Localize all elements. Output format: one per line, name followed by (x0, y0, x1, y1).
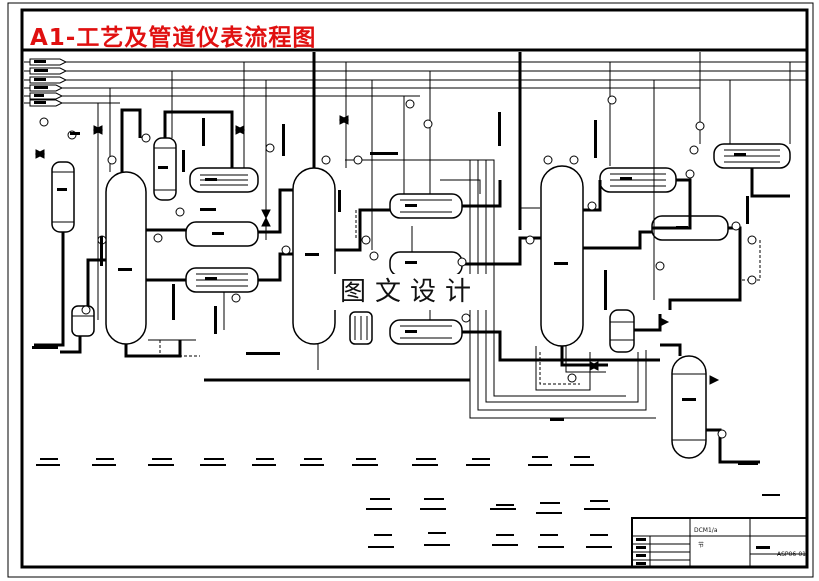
storage-tank-v104 (671, 355, 707, 459)
vessel-seams (52, 147, 706, 441)
outer-frame (7, 2, 814, 578)
vessel-tags (57, 166, 696, 401)
dashed-instrument-lines (159, 210, 761, 385)
title-block (631, 517, 808, 568)
exchanger-e106 (389, 193, 463, 219)
valves (34, 115, 720, 385)
reboiler-e108 (609, 309, 635, 353)
title-block-text-2: 节 (698, 542, 705, 549)
horizontal-exchangers (185, 143, 791, 345)
utility-line-arrows (29, 58, 68, 107)
secondary-lines (97, 52, 791, 419)
instrument-bubbles (39, 95, 757, 439)
exchanger-e107 (389, 251, 463, 277)
equipment-list-marks (36, 456, 780, 548)
utility-labels (34, 60, 48, 104)
utility-header-lines (22, 48, 807, 104)
exchanger-e109 (389, 319, 463, 345)
line-tags (32, 112, 758, 465)
title-block-text-1: DCM1/a (694, 527, 718, 534)
column-t101 (105, 171, 147, 345)
drawing-title: A1-工艺及管道仪表流程图 (30, 25, 317, 51)
inner-frame (20, 8, 809, 569)
exchanger-tube-bundles (196, 149, 780, 340)
watermark-text: 图文设计 (330, 274, 490, 310)
title-block-marks (636, 538, 770, 565)
drawing-code: ASP06-01 (777, 551, 806, 558)
column-t103 (540, 165, 584, 347)
